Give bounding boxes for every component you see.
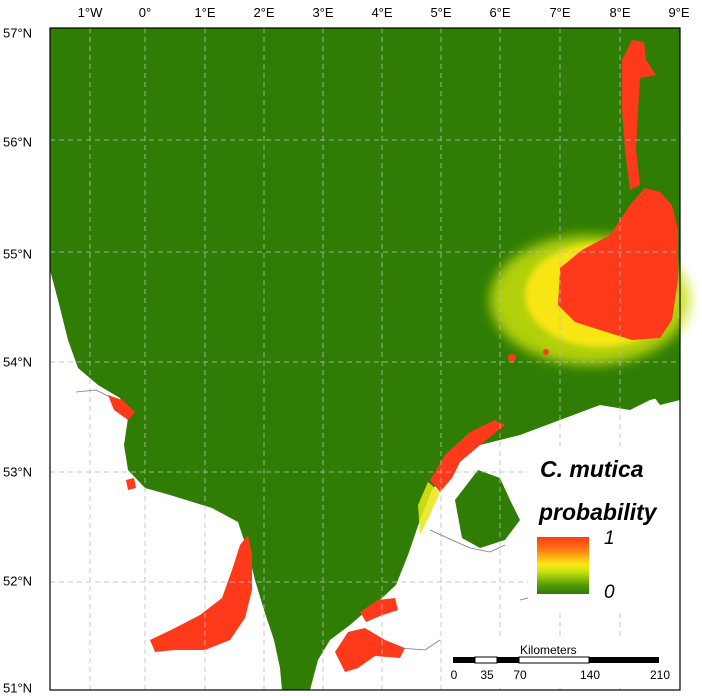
map-border xyxy=(49,27,681,691)
latitude-label: 55°N xyxy=(3,246,33,262)
latitude-label: 56°N xyxy=(3,134,33,150)
offshore-hotspot-dot xyxy=(508,354,516,362)
legend-min-label: 0 xyxy=(604,582,615,603)
latitude-label: 54°N xyxy=(3,354,33,370)
legend-title-probability: probability xyxy=(539,499,657,525)
latitude-label: 52°N xyxy=(3,573,33,589)
scalebar xyxy=(453,656,659,664)
german-bight-hotspot xyxy=(558,188,678,340)
longitude-label: 6°E xyxy=(489,5,511,20)
longitude-label: 2°E xyxy=(253,5,275,20)
wadden-green-patch xyxy=(455,470,520,548)
scalebar-tick-label: 210 xyxy=(649,668,671,682)
dutch-wadden-hotspot xyxy=(430,420,505,492)
longitude-label: 1°W xyxy=(77,5,103,20)
longitude-label: 8°E xyxy=(609,5,631,20)
scalebar-tick-label: 70 xyxy=(513,668,527,682)
latitude-label: 51°N xyxy=(3,680,33,696)
scalebar-tick-label: 35 xyxy=(480,668,494,682)
longitude-label: 1°E xyxy=(194,5,216,20)
latitude-label: 57°N xyxy=(3,25,33,41)
sea-probability-surface xyxy=(50,28,680,690)
scheldt-hotspot xyxy=(335,628,405,672)
scalebar-tick-label: 0 xyxy=(450,668,458,682)
legend-title-species: C. mutica xyxy=(540,456,644,482)
longitude-label: 5°E xyxy=(430,5,452,20)
scheldt-hotspot-north xyxy=(360,598,398,622)
legend-max-label: 1 xyxy=(604,528,615,549)
scalebar-box xyxy=(445,640,677,688)
coastline-detail xyxy=(75,389,561,651)
scalebar-title: Kilometers xyxy=(520,643,577,657)
dutch-coast-yellow-edge xyxy=(418,482,440,535)
thames-hotspot xyxy=(150,535,252,652)
longitude-label: 9°E xyxy=(668,5,690,20)
longitude-label: 0° xyxy=(138,5,152,20)
scalebar-tick-label: 140 xyxy=(579,668,601,682)
danish-coast-hotspot xyxy=(622,40,656,190)
longitude-label: 4°E xyxy=(371,5,393,20)
legend-color-ramp xyxy=(537,537,589,594)
longitude-label: 3°E xyxy=(312,5,334,20)
offshore-hotspot-dot xyxy=(543,349,549,355)
longitude-label: 7°E xyxy=(549,5,571,20)
latitude-label: 53°N xyxy=(3,464,33,480)
wash-hotspot xyxy=(126,478,136,490)
humber-hotspot xyxy=(108,395,135,420)
